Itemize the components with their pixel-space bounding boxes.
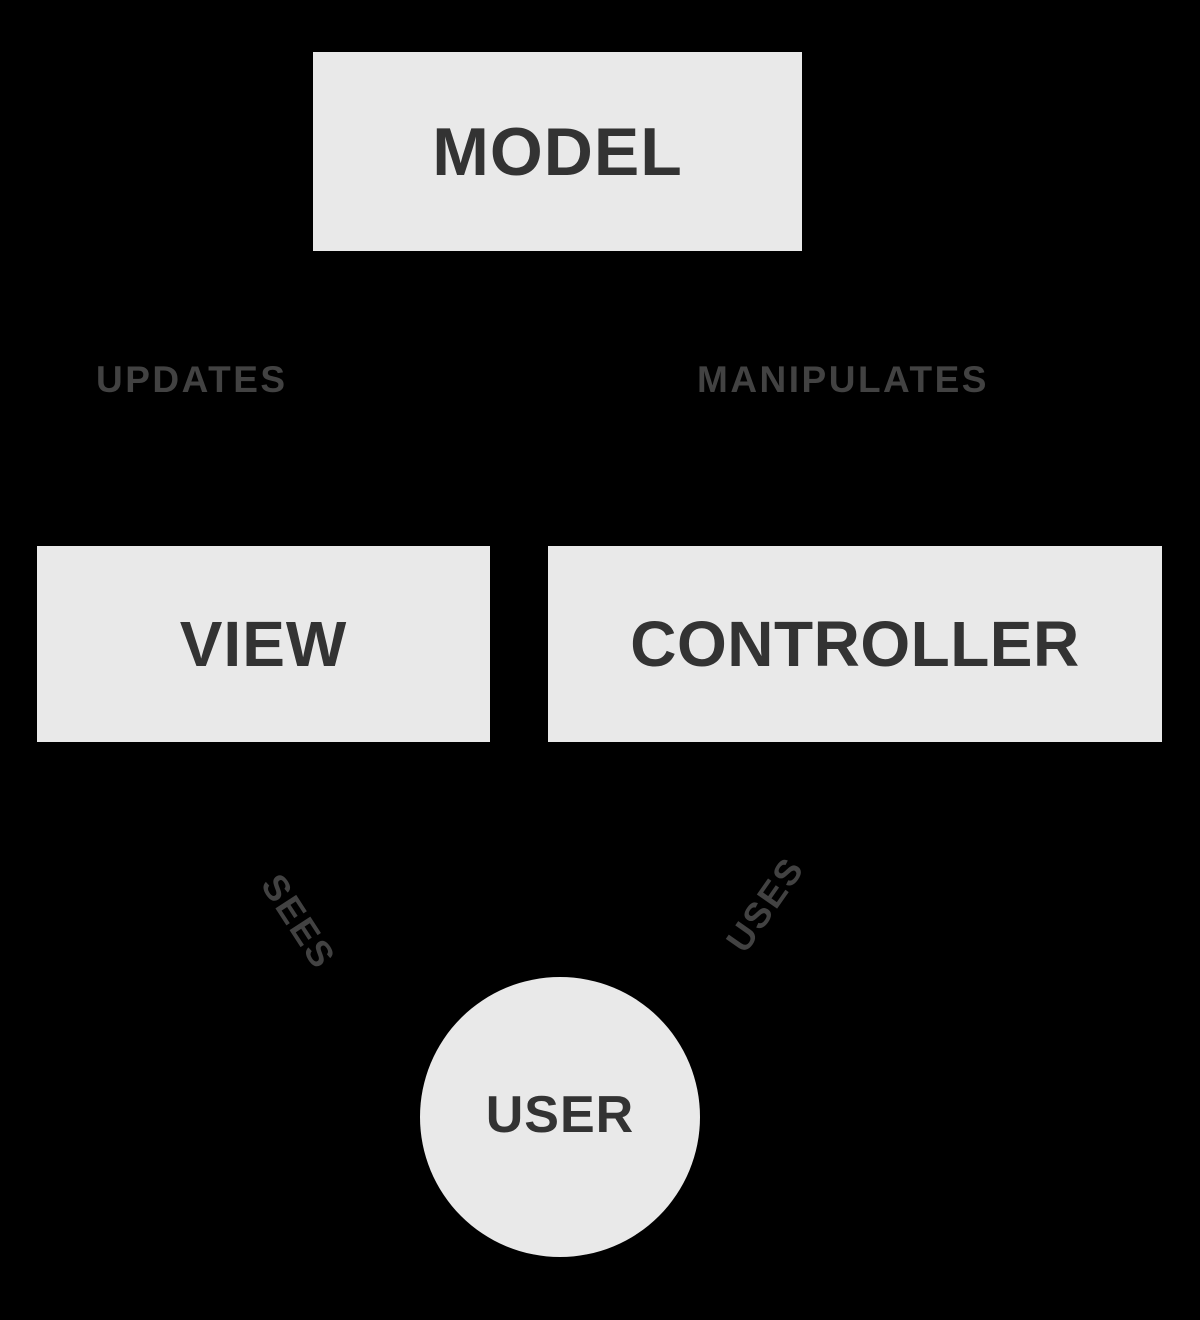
node-view[interactable]: VIEW (37, 546, 490, 742)
node-user-label: USER (485, 1086, 635, 1144)
node-controller[interactable]: CONTROLLER (548, 546, 1162, 742)
node-view-label: VIEW (179, 608, 348, 680)
node-user[interactable]: USER (420, 977, 700, 1257)
edge-label-manipulates: MANIPULATES (697, 359, 989, 400)
edge-label-uses: USES (717, 849, 813, 960)
node-controller-label: CONTROLLER (630, 608, 1080, 680)
node-model-label: MODEL (432, 113, 683, 190)
edge-label-sees: SEES (253, 866, 345, 977)
node-model[interactable]: MODEL (313, 52, 802, 251)
edge-label-updates: UPDATES (96, 359, 288, 400)
